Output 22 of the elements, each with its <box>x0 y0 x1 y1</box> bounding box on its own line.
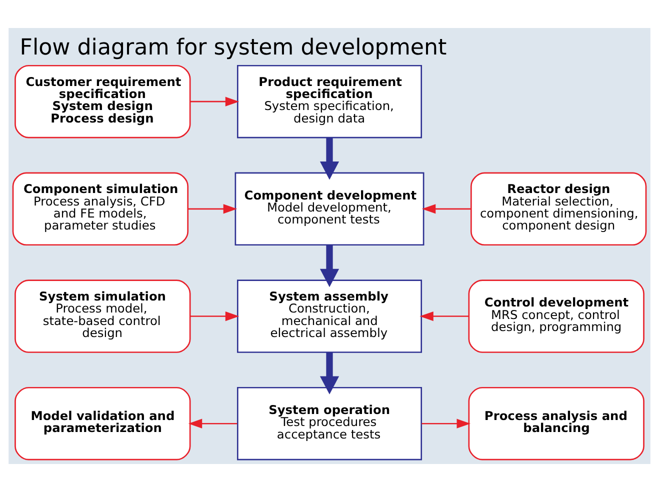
node-box: Component development Model development, component tests <box>234 172 424 246</box>
arrow <box>420 311 468 322</box>
node-box: Product requirement specification System specification, design data <box>236 64 422 138</box>
node-box: System simulation Process model, state-based control design <box>14 280 191 353</box>
node-box: System assembly Construction, mechanical and electrical assembly <box>236 280 422 353</box>
node-box: Component simulation Process analysis, CFD and FE models, parameter studies <box>12 172 189 246</box>
arrow <box>190 96 240 106</box>
arrow <box>190 311 240 322</box>
arrow <box>320 245 340 288</box>
arrow <box>188 418 238 428</box>
node-box: Customer requirement specification System design Process design <box>14 64 191 138</box>
arrow <box>188 204 238 214</box>
arrow <box>320 352 340 394</box>
node-box: Control development MRS concept, control design, programming <box>468 280 644 353</box>
node-box: Model validation and parameterization <box>14 386 191 460</box>
node-box: Reactor design Material selection, component dimensioning, component design <box>470 172 647 246</box>
arrow <box>320 138 340 180</box>
diagram-title: Flow diagram for system development <box>20 34 447 61</box>
arrow <box>422 204 471 214</box>
node-box: System operation Test procedures acceptance tests <box>236 386 422 460</box>
node-box: Process analysis and balancing <box>468 386 644 460</box>
arrow <box>422 418 470 428</box>
